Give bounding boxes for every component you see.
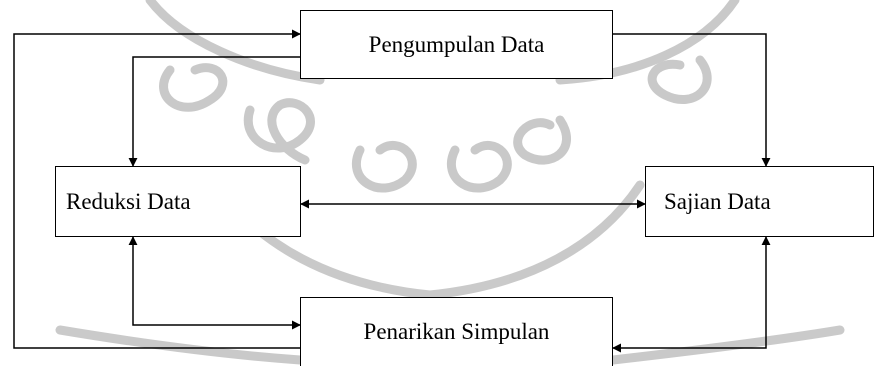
node-label: Pengumpulan Data [368, 31, 545, 57]
arrow-reduction-conclusion [128, 236, 301, 330]
arrow-collection-to-reduction [128, 56, 300, 167]
node-label: Sajian Data [664, 188, 771, 214]
node-data-reduction: Reduksi Data [55, 166, 301, 237]
node-label: Reduksi Data [66, 188, 191, 214]
node-data-display: Sajian Data [645, 166, 874, 237]
arrow-conclusion-to-collection [13, 29, 301, 349]
arrow-display-conclusion [612, 236, 771, 353]
connector-lines [13, 29, 771, 353]
node-conclusion-drawing: Penarikan Simpulan [300, 297, 613, 366]
node-data-collection: Pengumpulan Data [300, 10, 613, 79]
arrow-collection-to-display [613, 33, 771, 167]
node-label: Penarikan Simpulan [363, 319, 550, 344]
watermark-seal [55, 0, 845, 365]
